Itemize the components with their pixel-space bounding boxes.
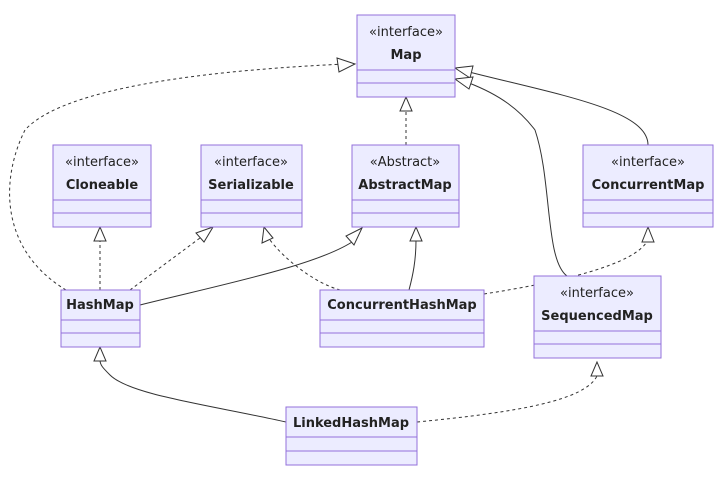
class-stereotype: «interface»	[65, 155, 139, 170]
edge-concurrenthashmap-abstractmap	[408, 239, 417, 291]
class-name: Serializable	[208, 178, 294, 193]
edge-sequencedmap-map	[468, 82, 568, 277]
edge-hashmap-serializable	[129, 234, 205, 291]
arrowhead-hashmap-cloneable	[93, 225, 107, 242]
class-name: Map	[390, 48, 421, 63]
class-cloneable: «interface» Cloneable	[52, 144, 152, 228]
relationship-lines	[9, 63, 649, 423]
class-stereotype: «interface»	[369, 25, 443, 40]
class-hashmap: HashMap	[60, 289, 141, 348]
class-name: LinkedHashMap	[293, 416, 409, 431]
edge-hashmap-abstractmap	[139, 239, 356, 306]
arrowhead-linkedhashmap-sequencedmap	[590, 360, 604, 377]
arrowhead-concurrentmap-map	[453, 65, 474, 79]
class-stereotype: «interface»	[214, 155, 288, 170]
class-name: Cloneable	[66, 178, 139, 193]
arrowhead-sequencedmap-map	[453, 76, 474, 90]
class-name: ConcurrentHashMap	[327, 298, 476, 313]
class-stereotype: «interface»	[560, 286, 634, 301]
class-stereotype: «interface»	[611, 155, 685, 170]
arrowhead-hashmap-map	[336, 57, 357, 73]
arrowhead-hashmap-serializable	[195, 226, 215, 243]
arrowhead-hashmap-abstractmap	[345, 226, 364, 246]
arrowhead-concurrenthashmap-serializable	[261, 225, 274, 244]
arrowhead-abstractmap-map	[399, 95, 413, 112]
class-stereotype: «Abstract»	[370, 155, 440, 170]
class-serializable: «interface» Serializable	[200, 144, 303, 228]
edge-concurrentmap-map	[468, 71, 649, 146]
arrowhead-concurrenthashmap-concurrentmap	[641, 225, 655, 243]
arrowhead-linkedhashmap-hashmap	[93, 345, 107, 362]
class-name: ConcurrentMap	[592, 178, 705, 193]
class-name: HashMap	[66, 298, 134, 313]
class-name: SequencedMap	[541, 309, 653, 324]
arrow-heads	[93, 57, 655, 377]
class-concurrenthashmap: ConcurrentHashMap	[319, 289, 485, 348]
edge-concurrenthashmap-concurrentmap	[483, 239, 649, 295]
class-concurrentmap: «interface» ConcurrentMap	[582, 144, 714, 228]
edge-linkedhashmap-sequencedmap	[416, 375, 598, 423]
edge-linkedhashmap-hashmap	[99, 359, 287, 423]
class-sequencedmap: «interface» SequencedMap	[533, 275, 662, 359]
arrowhead-concurrenthashmap-abstractmap	[409, 225, 423, 242]
class-abstractmap: «Abstract» AbstractMap	[351, 144, 460, 228]
edge-concurrenthashmap-serializable	[269, 239, 341, 291]
class-linkedhashmap: LinkedHashMap	[285, 406, 418, 466]
class-name: AbstractMap	[358, 178, 451, 193]
class-map: «interface» Map	[356, 14, 456, 98]
edge-hashmap-map	[9, 63, 346, 291]
